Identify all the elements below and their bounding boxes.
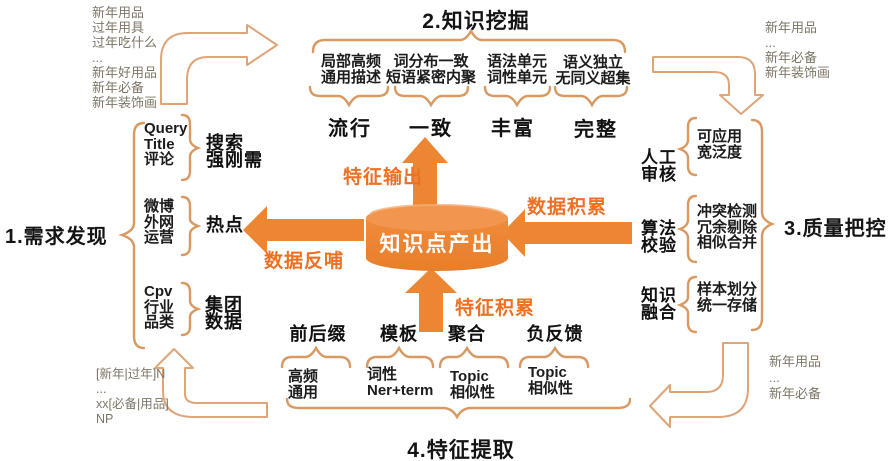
section-title-demand: 1.需求发现 <box>5 226 108 248</box>
section-title-extraction: 4.特征提取 <box>407 439 515 461</box>
quality-desc-2: 冲突检测 冗余剔除 相似合并 <box>697 203 758 251</box>
brace-quality-item3 <box>676 275 698 334</box>
flow-arrow-bottomright-icon <box>649 342 749 428</box>
extraction-desc-3: Topic 相似性 <box>450 368 496 401</box>
brace-demand-item1 <box>180 113 202 182</box>
note-bottom-left: [新年|过年]N ... xx[必备|用品] NP <box>96 367 169 426</box>
brace-quality-main <box>750 118 776 332</box>
cylinder-label: 知识点产出 <box>379 233 495 256</box>
brace-mining-main <box>311 28 627 54</box>
mining-keyword-rich: 丰富 <box>491 118 535 140</box>
data-feedback-arrow-icon <box>243 206 364 254</box>
mining-desc-4: 语义独立 无同义超集 <box>555 54 631 87</box>
extraction-keyword-aggregation: 聚合 <box>448 324 486 344</box>
mining-keyword-consistent: 一致 <box>409 118 453 140</box>
quality-keyword-knowledge-fusion: 知识 融合 <box>641 286 677 322</box>
demand-source-query-title: Query Title 评论 <box>144 120 188 168</box>
brace-extraction-item1 <box>280 345 352 369</box>
mining-keyword-complete: 完整 <box>574 119 618 141</box>
brace-mining-item2 <box>393 85 470 108</box>
brace-quality-item1 <box>676 116 698 177</box>
mining-desc-3: 语法单元 词性单元 <box>486 53 548 86</box>
quality-desc-1: 可应用 宽泛度 <box>697 128 743 161</box>
section-title-mining: 2.知识挖掘 <box>422 10 530 33</box>
data-accumulate-label: 数据积累 <box>527 197 608 218</box>
brace-demand-main <box>118 121 146 350</box>
brace-demand-item3 <box>180 281 202 337</box>
brace-extraction-main <box>285 397 632 420</box>
extraction-desc-2: 词性 Ner+term <box>367 366 434 399</box>
brace-extraction-item2 <box>365 345 435 369</box>
brace-mining-item4 <box>553 85 629 108</box>
feature-output-label: 特征输出 <box>343 167 424 188</box>
flow-arrow-topright-icon <box>652 56 764 115</box>
brace-mining-item3 <box>483 85 552 108</box>
extraction-keyword-negative-feedback: 负反馈 <box>526 324 584 344</box>
demand-keyword-group-data: 集团 数据 <box>205 295 243 332</box>
demand-source-weibo: 微博 外网 运营 <box>144 198 175 246</box>
section-title-quality: 3.质量把控 <box>784 218 887 240</box>
extraction-keyword-affix: 前后缀 <box>289 324 347 344</box>
extraction-desc-4: Topic 相似性 <box>528 364 574 397</box>
note-bottom-right: 新年用品 ... 新年必备 <box>769 354 822 401</box>
mining-desc-1: 局部高频 通用描述 <box>320 53 382 86</box>
quality-keyword-manual-review: 人工 审核 <box>641 148 677 184</box>
mining-keyword-popular: 流行 <box>328 118 372 140</box>
feature-accumulate-label: 特征积累 <box>455 298 536 319</box>
knowledge-output-cylinder <box>366 204 508 271</box>
brace-mining-item1 <box>308 85 390 108</box>
brace-demand-item2 <box>180 195 202 257</box>
quality-keyword-algorithm-check: 算法 校验 <box>641 219 677 255</box>
note-top-right: 新年用品 ... 新年必备 新年装饰画 <box>765 20 831 80</box>
flow-arrow-topleft-icon <box>160 24 278 105</box>
data-accumulate-arrow-icon <box>502 209 632 257</box>
demand-keyword-hotspot: 热点 <box>206 215 244 235</box>
brace-quality-item2 <box>676 194 698 264</box>
mining-desc-2: 词分布一致 短语紧密内聚 <box>385 53 477 86</box>
flow-arrow-bottomleft-icon <box>154 348 268 418</box>
extraction-desc-1: 高频 通用 <box>288 368 319 401</box>
brace-extraction-item3 <box>438 345 510 369</box>
feature-accumulate-arrow-icon <box>405 268 457 332</box>
feature-output-arrow-icon <box>402 137 448 210</box>
extraction-keyword-template: 模板 <box>380 324 418 344</box>
demand-source-cpv: Cpv 行业 品类 <box>144 283 175 331</box>
note-top-left: 新年用品 过年用具 过年吃什么 ... 新年好用品 新年必备 新年装饰画 <box>92 5 158 110</box>
brace-extraction-item4 <box>518 345 590 369</box>
data-feedback-label: 数据反哺 <box>264 251 345 272</box>
quality-desc-3: 样本划分 统一存储 <box>697 281 758 314</box>
demand-keyword-search: 搜索 强刚需 <box>206 133 263 170</box>
